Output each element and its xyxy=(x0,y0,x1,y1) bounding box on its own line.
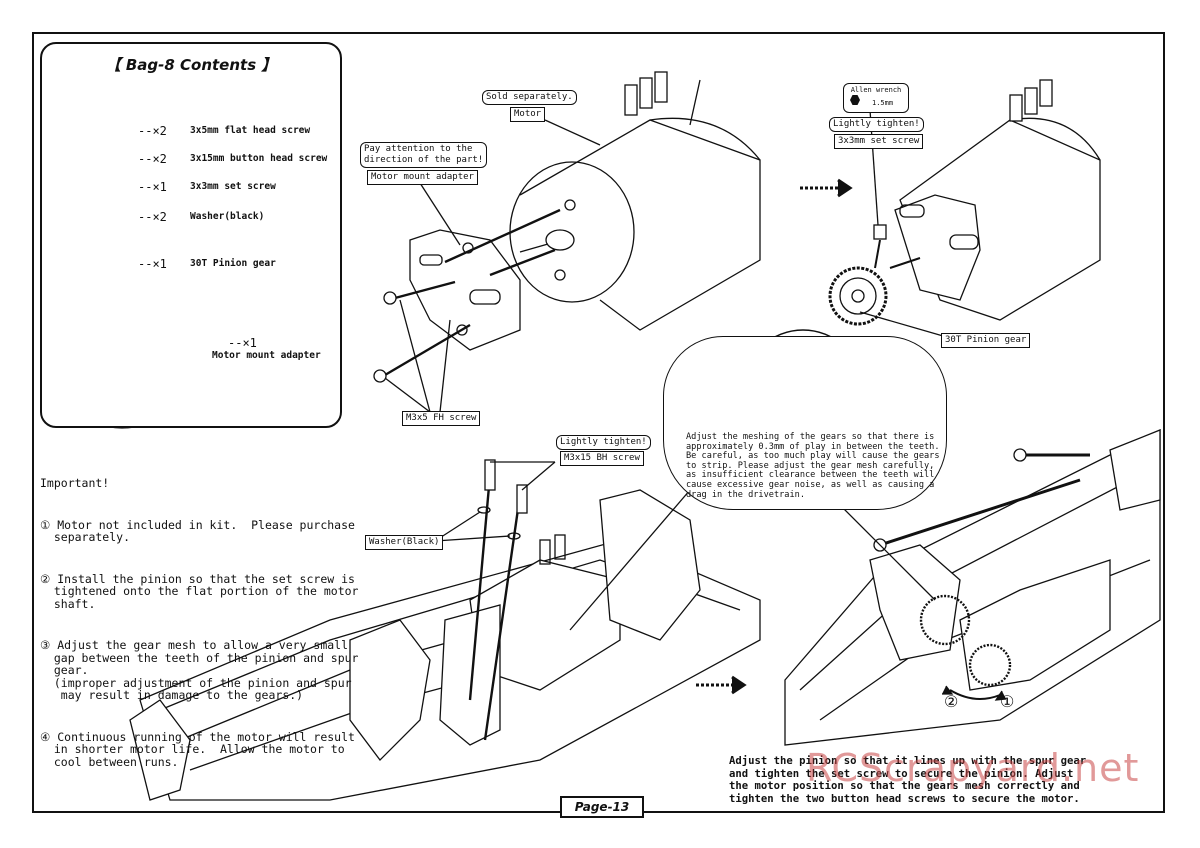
important-item-4: ④ Continuous running of the motor will r… xyxy=(40,729,355,769)
adapter-drawing xyxy=(409,229,521,351)
bag-item-flat-head-screw: --×2 3x5mm flat head screw xyxy=(42,124,340,154)
important-notes: Important! ① Motor not included in kit. … xyxy=(40,452,360,785)
sold-separately-label: Sold separately. xyxy=(482,90,577,105)
bag-contents-box: 【 Bag-8 Contents 】 --×2 3x5mm flat head … xyxy=(40,42,342,428)
page-number: Page-13 xyxy=(560,796,644,818)
set-screw-label: 3x3mm set screw xyxy=(834,134,924,149)
bag-title: 【 Bag-8 Contents 】 xyxy=(105,56,277,74)
important-item-2: ② Install the pinion so that the set scr… xyxy=(40,571,359,611)
bag-item-set-screw: --×1 3x3mm set screw xyxy=(42,180,340,210)
bag-item-qty: --×1 xyxy=(138,180,167,194)
watermark: RCScrapyard.net xyxy=(806,746,1140,790)
step-arrow-1 xyxy=(800,178,853,198)
washer-label: Washer(Black) xyxy=(365,535,444,550)
bag-item-qty: --×2 xyxy=(138,210,167,224)
lightly-tighten-label-1: Lightly tighten! xyxy=(829,117,924,132)
allen-wrench-label: Allen wrench xyxy=(850,86,902,94)
pinion-gear-drawing xyxy=(828,224,921,326)
gear-mesh-bubble xyxy=(663,336,947,510)
chassis-right xyxy=(784,428,1161,746)
motor-label: Motor xyxy=(510,107,546,122)
bag-item-qty: --×1 xyxy=(138,257,167,271)
important-item-3: ③ Adjust the gear mesh to allow a very s… xyxy=(40,638,359,702)
m3x15-bh-screw-label: M3x15 BH screw xyxy=(560,451,644,466)
bag-item-qty: --×2 xyxy=(138,124,167,138)
m3x5-fh-screw-label: M3x5 FH screw xyxy=(402,411,481,426)
bag-item-name: 3x5mm flat head screw xyxy=(190,125,311,136)
adapter-name: Motor mount adapter xyxy=(212,350,321,361)
bag-item-name: 3x15mm button head screw xyxy=(190,153,328,164)
lightly-tighten-label-2: Lightly tighten! xyxy=(556,435,651,450)
bag-item-washer: --×2 Washer(black) xyxy=(42,210,340,240)
bag-item-button-head-screw: --×2 3x15mm button head screw xyxy=(42,152,340,182)
chassis-motor xyxy=(439,489,701,746)
important-item-1: ① Motor not included in kit. Please purc… xyxy=(40,517,355,544)
adapter-qty: --×1 xyxy=(228,336,257,350)
bag-item-pinion-gear: --×1 30T Pinion gear xyxy=(42,257,340,287)
rotation-mark-2: ② xyxy=(944,692,959,711)
rotation-mark-1: ① xyxy=(1000,692,1015,711)
step-arrow-2 xyxy=(696,675,747,695)
bag-item-name: 3x3mm set screw xyxy=(190,181,276,192)
important-heading: Important! xyxy=(40,476,110,490)
gear-mesh-note: Adjust the meshing of the gears so that … xyxy=(686,432,940,500)
bag-item-name: Washer(black) xyxy=(190,211,265,222)
bag-item-name: 30T Pinion gear xyxy=(190,258,276,269)
bottom-instruction: Adjust the pinion so that it lines up wi… xyxy=(729,755,1087,805)
pinion-gear-label: 30T Pinion gear xyxy=(941,333,1031,348)
bag-item-qty: --×2 xyxy=(138,152,167,166)
allen-wrench-box: Allen wrench 1.5mm xyxy=(843,83,909,113)
motor-drawing xyxy=(509,71,761,331)
fh-screws xyxy=(373,291,397,383)
motor-mount-adapter-label: Motor mount adapter xyxy=(367,170,478,185)
hex-icon xyxy=(850,95,860,105)
motor-with-pinion xyxy=(894,79,1101,321)
allen-size-label: 1.5mm xyxy=(872,99,894,107)
pay-attention-label: Pay attention to the direction of the pa… xyxy=(360,142,488,168)
